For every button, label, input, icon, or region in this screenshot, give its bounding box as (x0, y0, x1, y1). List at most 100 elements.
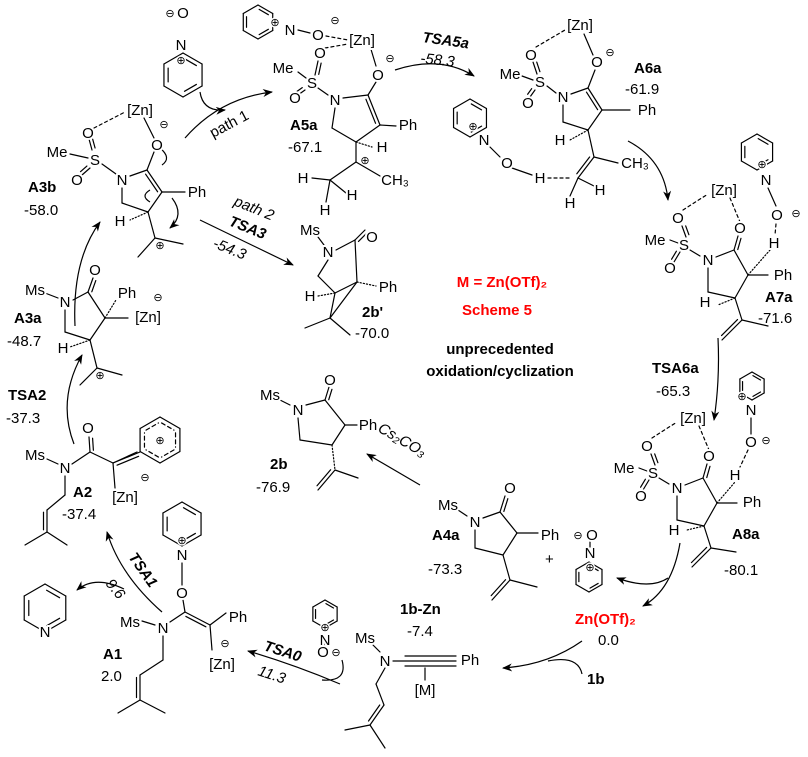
bond (329, 179, 347, 194)
bond (587, 87, 603, 111)
bond (317, 275, 336, 294)
bond (79, 367, 98, 386)
energy-tsa2: -37.3 (6, 410, 40, 427)
bond (684, 477, 704, 486)
positive-charge-icon: ⊕ (585, 562, 594, 574)
bond (698, 425, 710, 451)
double-bond-line (91, 437, 94, 451)
bond (331, 107, 336, 129)
atom-label: O (372, 67, 384, 84)
atom-label: [Zn] (711, 182, 737, 199)
bond (101, 163, 117, 175)
compound-label-a7a: A7a (765, 289, 793, 306)
pyridine-n-oxide-ring (257, 29, 274, 40)
aromatic-inner-line (160, 449, 175, 458)
bond (329, 281, 358, 319)
atom-label: N (60, 294, 71, 311)
pyridine-n-oxide-ring (739, 392, 753, 401)
bond (702, 463, 708, 479)
ts-label-tsa1: TSA1 (125, 550, 161, 591)
pyridine-n-oxide-ring (588, 583, 603, 593)
atom-label: N (320, 632, 331, 649)
atom-label: O (703, 448, 715, 465)
atom-label: [Zn] (112, 489, 138, 506)
cs2co3-arrow (366, 453, 421, 486)
bond (691, 547, 712, 568)
energy-2b-prime: -70.0 (355, 325, 389, 342)
atom-label: O (176, 585, 188, 602)
bond (521, 75, 534, 81)
pyridine-n-oxide-ring (469, 98, 488, 110)
pyridine-n-oxide-ring (452, 98, 471, 110)
pyridine-n-oxide-ring (162, 501, 183, 514)
bond (69, 153, 89, 159)
path2-arrow (199, 219, 294, 266)
atom-label: H (535, 170, 546, 187)
energy-a2: -37.4 (62, 506, 96, 523)
atom-label: O (366, 229, 378, 246)
bond (342, 94, 369, 99)
atom-label: N (746, 402, 757, 419)
n-oxide-entry-arrow (321, 659, 344, 681)
atom-label: Me (273, 60, 294, 77)
bond (689, 249, 701, 257)
compound-label-2b: 2b (270, 456, 288, 473)
double-bond-line (639, 478, 646, 488)
aromatic-inner-line (183, 58, 197, 67)
atom-label: Ph (188, 184, 206, 201)
atom-label: CH₃ (381, 172, 409, 189)
aromatic-inner-line (46, 617, 61, 627)
ts-label-tsa5a: TSA5a (421, 29, 470, 52)
curly-arrow-3 (169, 197, 180, 229)
double-bond-line (490, 579, 507, 597)
atom-label: [Zn] (567, 17, 593, 34)
atom-label: O (317, 644, 329, 661)
atom-label: [Zn] (135, 309, 161, 326)
atom-label: O (745, 434, 757, 451)
bond (669, 239, 679, 244)
atom-label: O (591, 54, 603, 71)
atom-label: N (285, 22, 296, 39)
atom-label: O (664, 260, 676, 277)
atom-label: O (635, 488, 647, 505)
double-bond-line (720, 318, 739, 337)
ts-label-tsa2: TSA2 (8, 387, 46, 404)
atom-label: H (305, 288, 316, 305)
compound-label-a3b: A3b (28, 179, 56, 196)
bond (367, 81, 377, 96)
aromatic-inner-line (757, 159, 769, 166)
bond (375, 667, 386, 685)
bond (89, 317, 106, 341)
pyridine-n-oxide-ring (181, 534, 202, 547)
pyridine-n-oxide-ring (739, 371, 753, 380)
bond (279, 399, 291, 406)
bond (482, 511, 501, 519)
positive-charge-icon: ⊕ (155, 240, 164, 252)
atom-label: O (324, 372, 336, 389)
caption-line-1: unprecedented (446, 341, 554, 358)
a3a-to-a3b-arrow (74, 221, 101, 327)
atom-label: O (82, 420, 94, 437)
aromatic-inner-line (325, 619, 335, 625)
atom-label: N (158, 620, 169, 637)
bond (767, 187, 777, 207)
pyridine-n-oxide-ring (756, 160, 774, 171)
pyridine-n-oxide-ring (588, 561, 603, 571)
aromatic-inner-line (258, 28, 269, 36)
double-bond-line (296, 87, 303, 93)
double-bond-line (145, 173, 159, 193)
pyridine-n-oxide-ring (182, 52, 203, 65)
bond (511, 167, 533, 176)
bond (457, 509, 468, 517)
bond (734, 274, 749, 299)
bond (499, 511, 518, 534)
energy-a4a: -73.3 (428, 561, 462, 578)
energy-tsa0: 11.3 (256, 663, 289, 688)
bond (716, 481, 736, 504)
bond (502, 554, 511, 581)
bond (372, 644, 381, 653)
bond (587, 69, 596, 89)
atom-label: S (307, 75, 317, 92)
compound-label-a3a: A3a (14, 310, 42, 327)
